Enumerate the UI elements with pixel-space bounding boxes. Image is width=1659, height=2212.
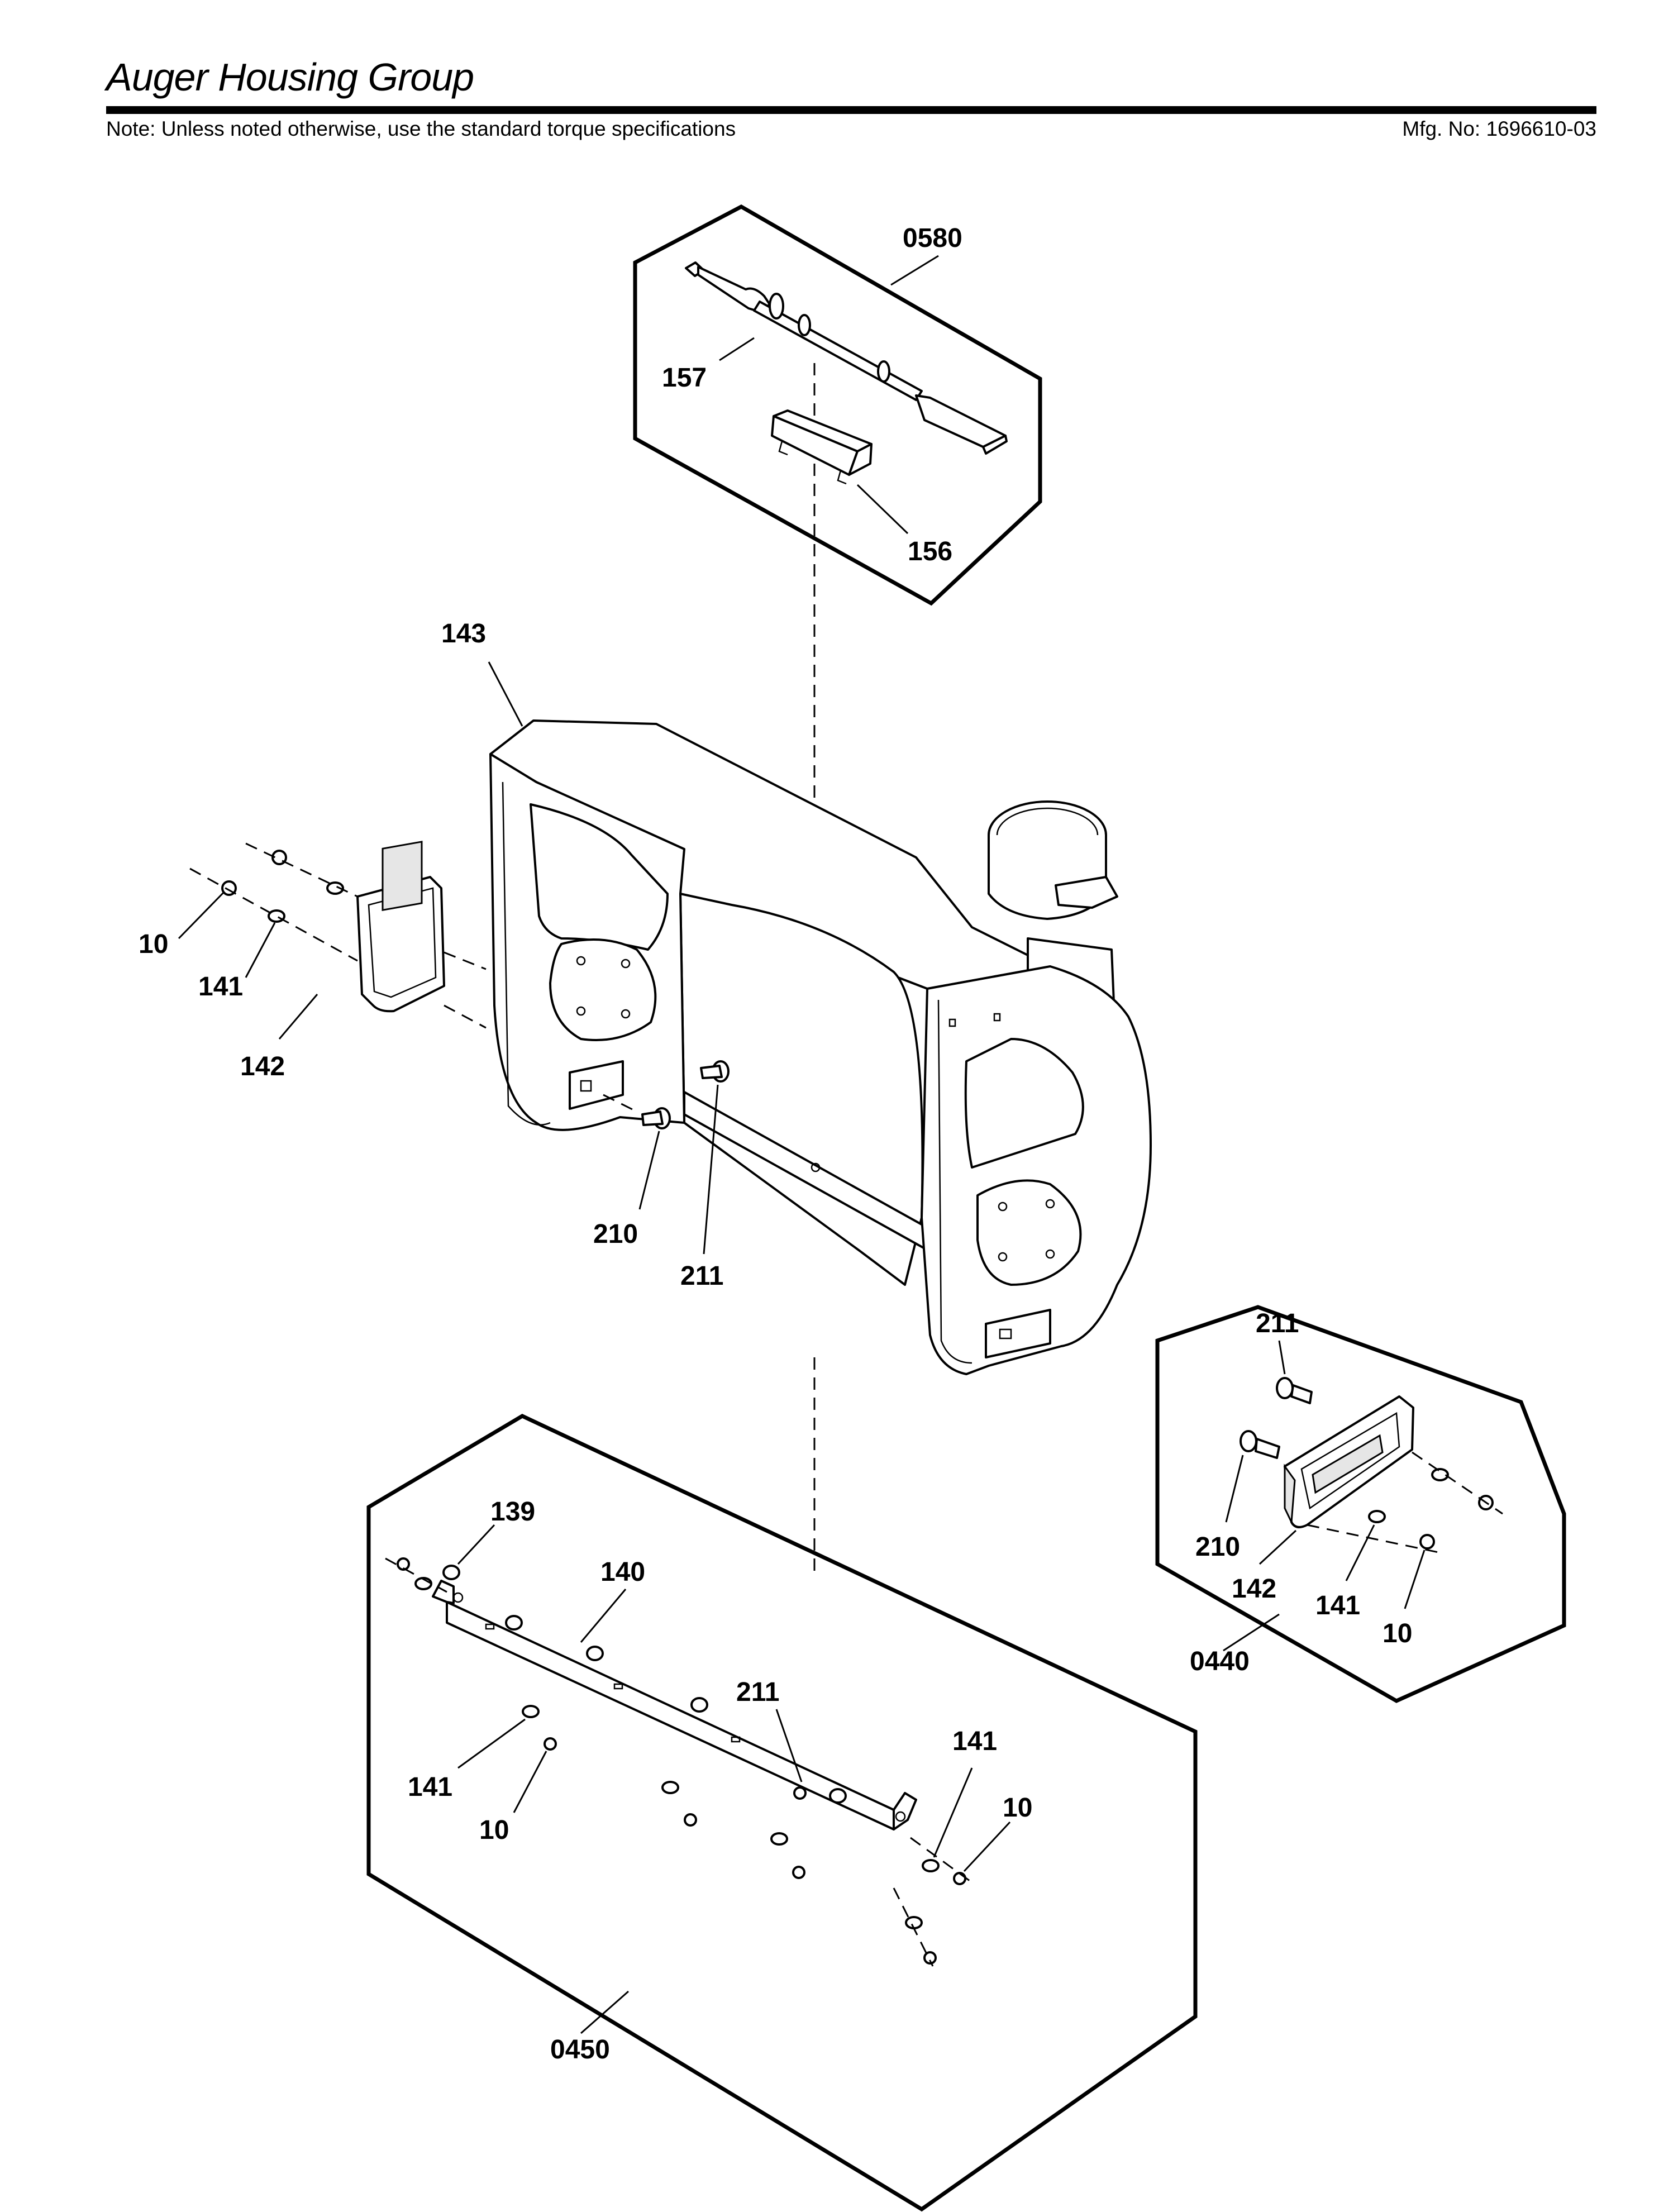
leader-b-141-left [457, 1718, 526, 1769]
callout-157: 157 [662, 363, 707, 393]
leader-b-141-right [933, 1767, 973, 1858]
kit-0580-frame [633, 204, 1042, 606]
callout-r-141: 141 [1315, 1591, 1360, 1620]
callout-b-10-left: 10 [479, 1815, 509, 1845]
callout-r-210: 210 [1195, 1532, 1240, 1562]
callout-b-10-right: 10 [1003, 1793, 1032, 1823]
leader-r-210 [1225, 1455, 1244, 1523]
callout-211: 211 [680, 1261, 723, 1291]
leader-left-141 [245, 922, 276, 978]
callout-r-10: 10 [1382, 1619, 1412, 1648]
callout-r-142: 142 [1232, 1574, 1276, 1604]
auger-housing-143 [489, 719, 1152, 1375]
callout-left-142: 142 [240, 1052, 285, 1081]
callout-left-10: 10 [139, 929, 168, 959]
callout-0580: 0580 [903, 223, 962, 253]
leader-b-140 [580, 1589, 627, 1643]
scraper-hardware [385, 1557, 972, 1967]
housing-bolts-210-211 [603, 1060, 730, 1129]
leader-r-142 [1258, 1529, 1297, 1565]
torque-note: Note: Unless noted otherwise, use the st… [106, 117, 736, 140]
callout-b-141-left: 141 [408, 1772, 452, 1802]
leader-0440 [1223, 1613, 1280, 1652]
left-skid-shoe-142 [356, 841, 445, 1013]
mfg-number: Mfg. No: 1696610-03 [1402, 117, 1596, 140]
callout-0440: 0440 [1190, 1647, 1250, 1676]
chute-bracket-156 [771, 409, 873, 485]
callout-0450: 0450 [550, 2035, 610, 2065]
leader-b-139 [457, 1524, 495, 1565]
leader-b-10-left [513, 1751, 547, 1813]
callout-b-140: 140 [600, 1557, 645, 1587]
right-skid-hardware [1240, 1377, 1503, 1554]
callout-b-139: 139 [490, 1497, 535, 1527]
leader-0450 [580, 1990, 629, 2034]
leader-156 [856, 484, 909, 535]
leader-143 [488, 661, 523, 727]
leader-r-10 [1404, 1550, 1426, 1609]
leader-r-141 [1345, 1524, 1375, 1581]
callout-r-211: 211 [1256, 1309, 1299, 1338]
leader-b-10-right [963, 1821, 1011, 1872]
leader-b-211 [775, 1709, 803, 1782]
kit-0440-frame [1155, 1305, 1566, 1703]
leader-157 [719, 337, 755, 361]
right-skid-shoe-142 [1284, 1395, 1414, 1528]
leader-left-142 [278, 994, 318, 1040]
leader-r-211 [1278, 1340, 1286, 1375]
callout-156: 156 [908, 537, 952, 566]
scraper-bar-140 [432, 1580, 917, 1830]
callout-b-211: 211 [736, 1677, 779, 1707]
left-skid-hardware [189, 842, 487, 1029]
title-rule [106, 106, 1596, 114]
page-title: Auger Housing Group [106, 55, 474, 99]
leader-0580 [890, 255, 939, 286]
callout-b-141-right: 141 [952, 1727, 997, 1756]
callout-left-141: 141 [198, 972, 243, 1002]
callout-143: 143 [441, 619, 486, 649]
leader-210 [638, 1131, 660, 1210]
chute-handle-rod-157 [685, 261, 1008, 455]
leader-left-10 [178, 892, 225, 940]
kit-0450-frame [366, 1414, 1198, 2212]
leader-211 [703, 1084, 719, 1255]
callout-210: 210 [593, 1219, 638, 1249]
